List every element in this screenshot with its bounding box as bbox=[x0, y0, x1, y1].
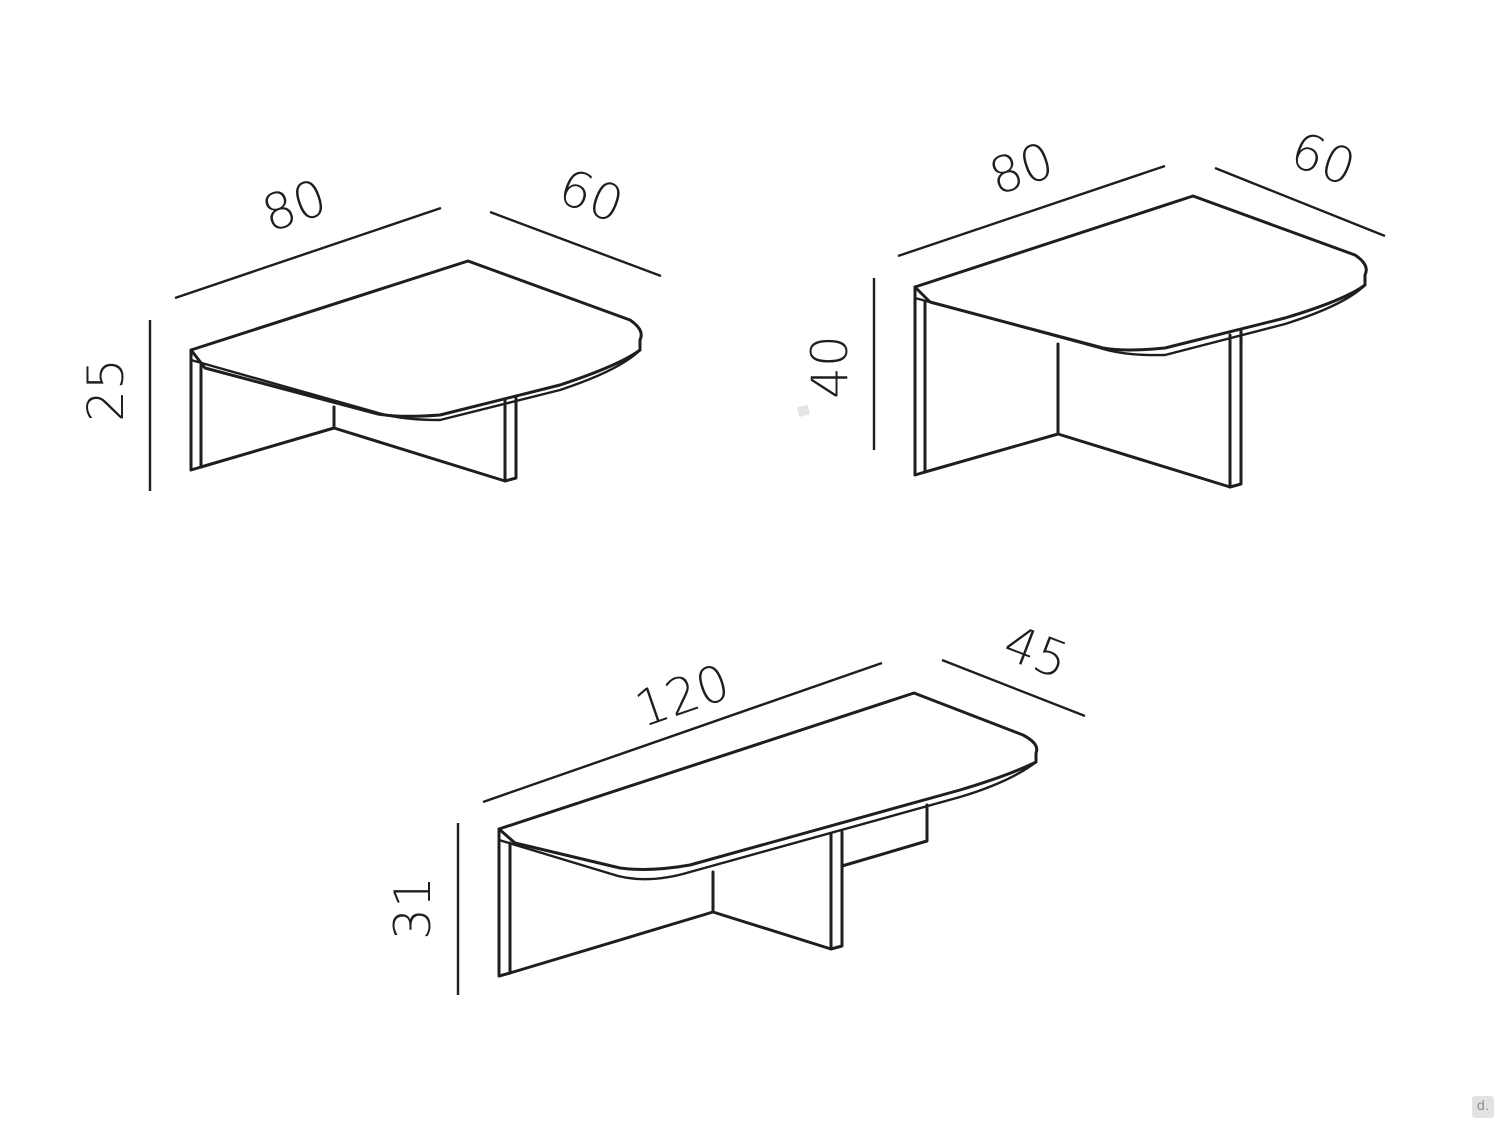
table-small-width-dimension-line bbox=[174, 206, 442, 300]
table-tall: 80 60 40 bbox=[801, 121, 1386, 489]
table-small-drawing bbox=[189, 259, 643, 483]
table-long-width-label: 120 bbox=[628, 653, 737, 739]
table-long-width-dimension-line bbox=[482, 661, 883, 804]
table-long-drawing bbox=[497, 691, 1039, 978]
table-long: 120 45 31 bbox=[384, 614, 1086, 995]
table-tall-width-dimension-line bbox=[897, 164, 1166, 258]
table-long-depth-dimension-line bbox=[941, 658, 1086, 718]
watermark-logo: d. bbox=[1472, 1096, 1494, 1118]
decorative-dot bbox=[797, 405, 810, 417]
table-small-depth-dimension-line bbox=[489, 210, 662, 278]
table-tall-depth-dimension-line bbox=[1214, 166, 1386, 238]
table-tall-drawing bbox=[913, 194, 1368, 489]
table-small-depth-label: 60 bbox=[551, 158, 631, 235]
table-long-height-label: 31 bbox=[384, 876, 442, 940]
table-long-depth-label: 45 bbox=[996, 614, 1076, 691]
table-tall-width-label: 80 bbox=[982, 131, 1061, 207]
table-small: 80 60 25 bbox=[77, 158, 662, 491]
table-small-width-label: 80 bbox=[255, 168, 334, 244]
table-tall-depth-label: 60 bbox=[1283, 121, 1363, 198]
table-tall-height-label: 40 bbox=[801, 335, 859, 399]
table-small-height-label: 25 bbox=[77, 358, 135, 422]
